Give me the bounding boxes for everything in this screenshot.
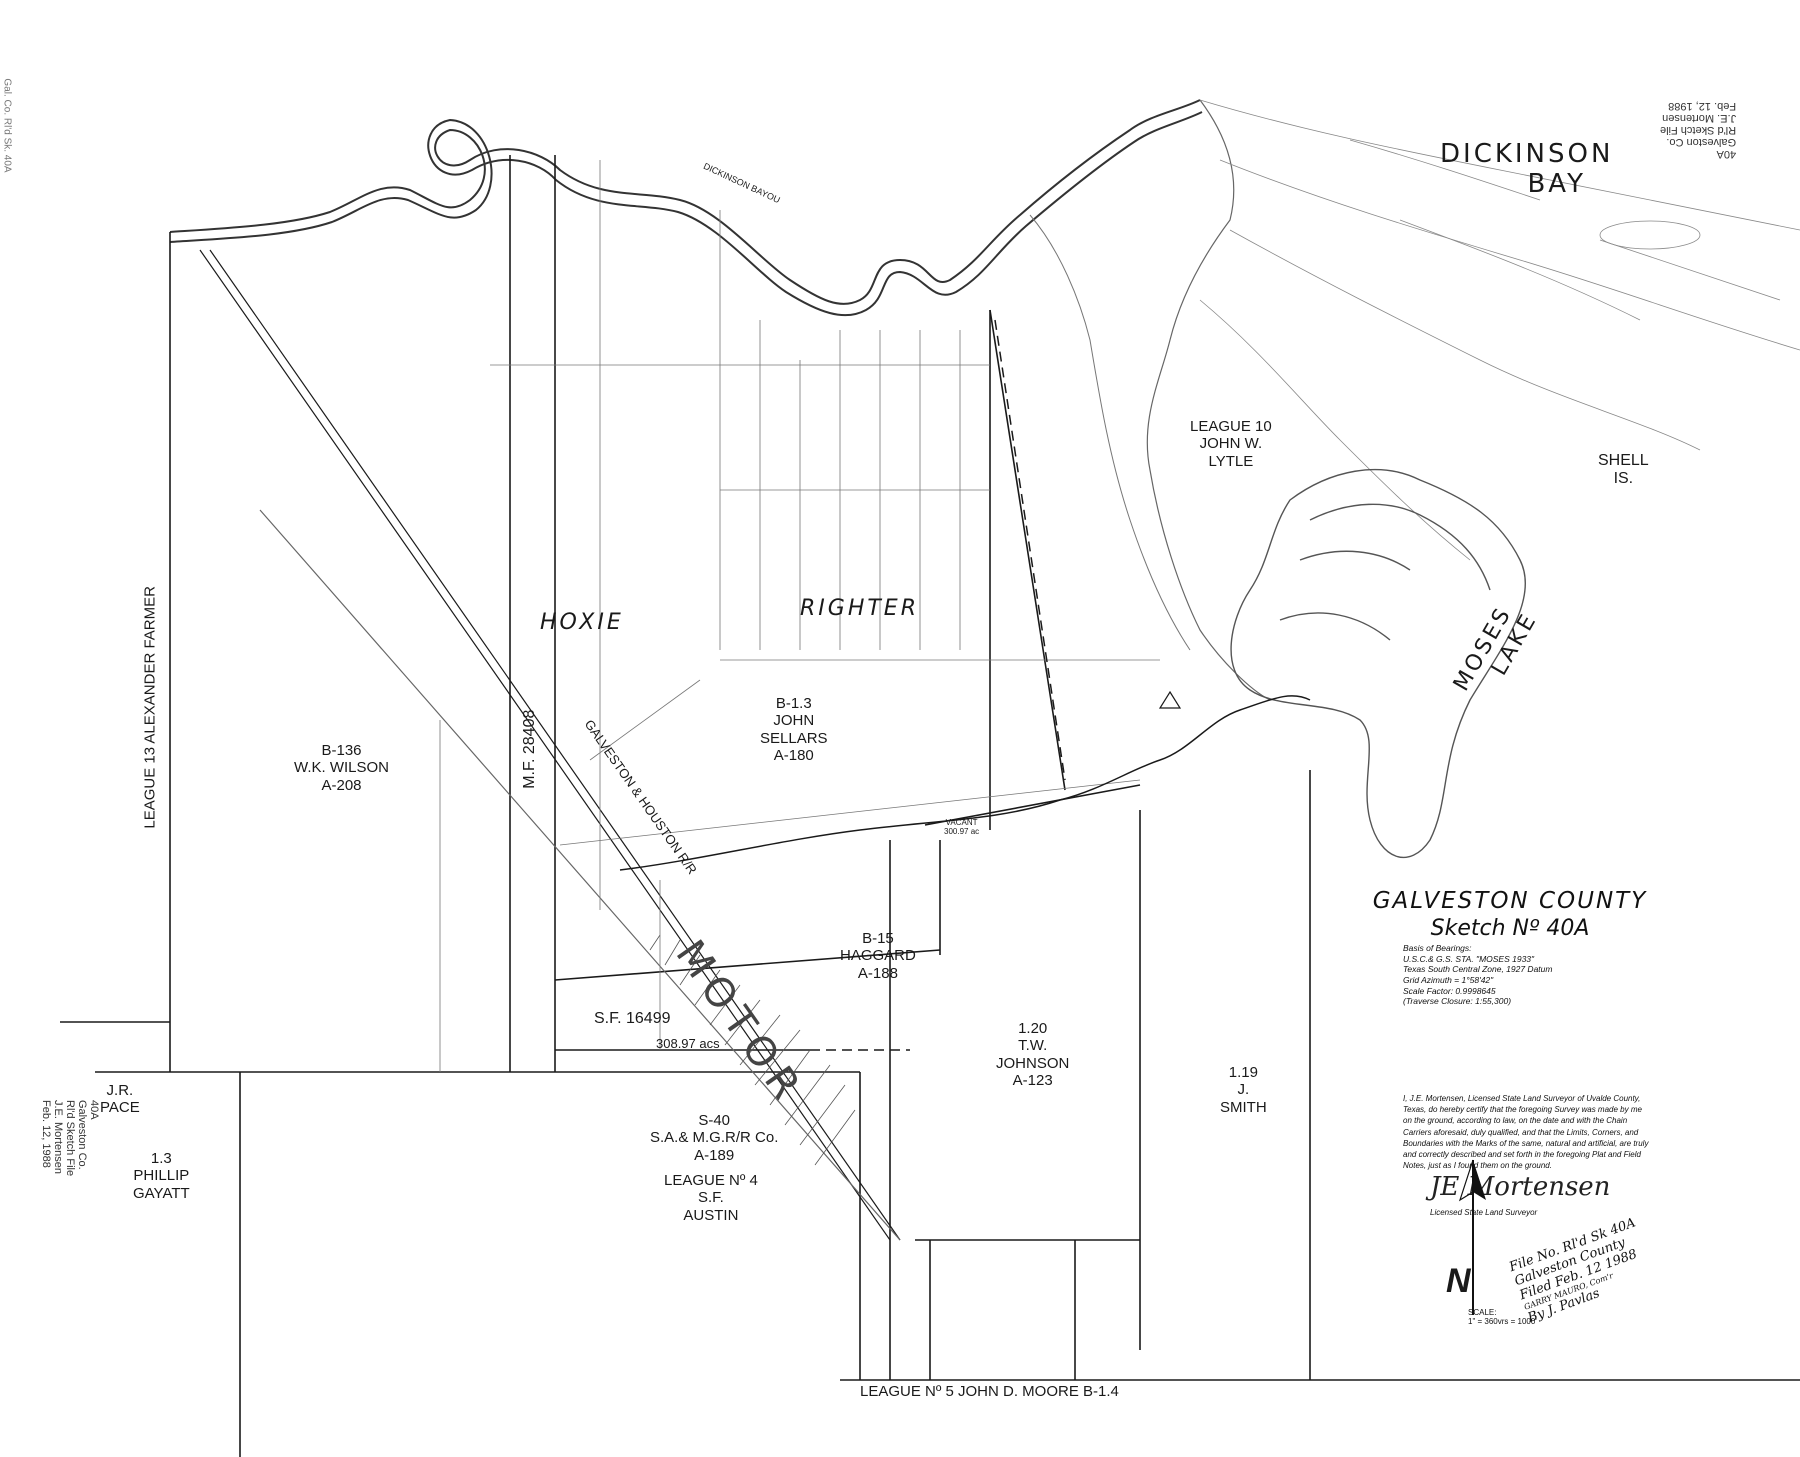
dashed-boundary (810, 319, 1066, 1051)
margin-line: Rl'd Sketch File (1660, 124, 1737, 136)
note-line: Texas South Central Zone, 1927 Datum (1403, 964, 1553, 975)
sa-mg-line1: S-40 (698, 1112, 731, 1129)
tw-johnson-line4: A-123 (1012, 1071, 1053, 1089)
surveyor-signature: JE Mortensen (1430, 1172, 1611, 1202)
margin-line: Feb. 12, 1988 (40, 1100, 52, 1168)
haggard-line3: A-188 (857, 964, 898, 982)
tw-johnson-line1: 1.20 (1018, 1020, 1048, 1037)
league4-line2: S.F. (698, 1189, 724, 1207)
bearing-notes: Basis of Bearings: U.S.C.& G.S. STA. "MO… (1403, 943, 1552, 1007)
sellars-line3: SELLARS (760, 729, 828, 747)
shell-island-label: SHELL IS. (1598, 452, 1649, 489)
sellars-line2: JOHN (773, 712, 815, 730)
sf16499-label: S.F. 16499 (594, 1010, 671, 1027)
mf-label: M.F. 28408 (520, 709, 538, 789)
haggard-line2: HAGGARD (840, 947, 916, 965)
smith-label: 1.19 J. SMITH (1220, 1064, 1267, 1116)
north-arrow-icon (1458, 1159, 1486, 1315)
dickinson-bay-line2: BAY (1527, 168, 1586, 199)
league10-line1: LEAGUE 10 (1190, 418, 1272, 435)
note-line: Basis of Bearings: (1403, 943, 1472, 953)
margin-note-left-bottom: 40A Galveston Co. Rl'd Sketch File J.E. … (40, 1100, 100, 1176)
league4-label: LEAGUE Nº 4 S.F. AUSTIN (664, 1172, 758, 1224)
sketch-title: Sketch Nº 40A (1430, 916, 1590, 941)
vacant-line1: VACANT (945, 818, 978, 827)
note-line: Grid Azimuth = 1°58'42" (1403, 974, 1494, 985)
tw-johnson-label: 1.20 T.W. JOHNSON A-123 (996, 1020, 1069, 1089)
gayatt-line2: PHILLIP (133, 1167, 190, 1185)
sa-mg-line2: S.A.& M.G.R/R Co. (650, 1129, 779, 1147)
dickinson-bayou (169, 99, 1271, 701)
gayatt-label: 1.3 PHILLIP GAYATT (133, 1150, 190, 1202)
sellars-line4: A-180 (773, 746, 814, 764)
motor-tract-hatch (649, 934, 856, 1166)
survey-lines (60, 155, 1800, 1457)
margin-note-top-right: 40A Galveston Co. Rl'd Sketch File J.E. … (1660, 100, 1736, 160)
note-line: U.S.C.& G.S. STA. "MOSES 1933" (1403, 953, 1535, 964)
haggard-label: B-15 HAGGARD A-188 (840, 930, 916, 982)
gayatt-line1: 1.3 (150, 1150, 172, 1167)
railroad-tracks (199, 249, 901, 1241)
wilson-line2: W.K. WILSON (294, 759, 390, 777)
margin-line: 40A (88, 1100, 100, 1120)
league4-line3: AUSTIN (683, 1206, 739, 1224)
wilson-line3: A-208 (321, 776, 362, 794)
triangulation-station (1158, 690, 1182, 709)
righter-label: RIGHTER (800, 596, 919, 621)
shell-island-line1: SHELL (1598, 452, 1649, 469)
league10-line2: JOHN W. (1199, 435, 1263, 453)
margin-line: Galveston Co. (76, 1100, 88, 1170)
margin-line: 40A (1716, 148, 1737, 160)
moses-lake-shore (1230, 468, 1526, 859)
smith-line2: J. (1237, 1081, 1250, 1099)
margin-line: Galveston Co. (1666, 136, 1737, 148)
league10-line3: LYTLE (1208, 452, 1254, 470)
sellars-label: B-1.3 JOHN SELLARS A-180 (760, 695, 828, 764)
tw-johnson-line2: T.W. (1018, 1037, 1048, 1055)
dickinson-bay-line1: DICKINSON (1440, 139, 1614, 169)
acreage-label: 308.97 acs (656, 1036, 720, 1051)
dickinson-bay-label: DICKINSON BAY (1440, 139, 1614, 200)
margin-note-left-top: Gal. Co. Rl'd Sk. 40A (1, 78, 13, 173)
margin-line: Rl'd Sketch File (64, 1100, 76, 1177)
shell-island-line2: IS. (1613, 470, 1634, 488)
haggard-line1: B-15 (862, 930, 894, 947)
county-title: GALVESTON COUNTY (1372, 888, 1648, 914)
scale-line1: SCALE: (1468, 1308, 1497, 1317)
scale-note: SCALE: 1" = 360vrs = 1000' (1468, 1308, 1537, 1326)
margin-line: J.E. Mortensen (1662, 112, 1737, 124)
sa-mg-label: S-40 S.A.& M.G.R/R Co. A-189 (650, 1112, 778, 1164)
surveyor-certificate: I, J.E. Mortensen, Licensed State Land S… (1403, 1094, 1649, 1171)
hoxie-label: HOXIE (540, 610, 624, 635)
title-block: GALVESTON COUNTY Sketch Nº 40A (1360, 888, 1660, 941)
subdivision-lines (439, 160, 1160, 1072)
league10-label: LEAGUE 10 JOHN W. LYTLE (1190, 418, 1272, 470)
vacant-label: VACANT 300.97 ac (944, 818, 979, 836)
bay-contours (1199, 99, 1800, 561)
league5-label: LEAGUE Nº 5 JOHN D. MOORE B-1.4 (860, 1383, 1119, 1400)
smith-line1: 1.19 (1228, 1064, 1258, 1081)
sa-mg-line3: A-189 (694, 1146, 735, 1164)
smith-line3: SMITH (1220, 1098, 1267, 1116)
scale-line2: 1" = 360vrs = 1000' (1468, 1317, 1537, 1326)
margin-line: J.E. Mortensen (52, 1100, 64, 1174)
vacant-line2: 300.97 ac (944, 827, 980, 837)
pace-line2: PACE (100, 1099, 140, 1117)
tw-johnson-line3: JOHNSON (996, 1054, 1070, 1072)
gayatt-line3: GAYATT (133, 1184, 190, 1202)
wilson-line1: B-136 (321, 742, 362, 759)
north-label: N (1446, 1262, 1471, 1300)
league13-label: LEAGUE 13 ALEXANDER FARMER (141, 586, 159, 829)
note-line: Scale Factor: 0.9998645 (1403, 985, 1496, 996)
note-line: (Traverse Closure: 1:55,300) (1403, 996, 1512, 1007)
signature-caption: Licensed State Land Surveyor (1430, 1208, 1538, 1217)
wilson-label: B-136 W.K. WILSON A-208 (294, 742, 389, 794)
margin-line: Feb. 12, 1988 (1668, 100, 1737, 112)
pace-label: J.R. PACE (100, 1082, 140, 1117)
moses-bayou (619, 695, 1311, 871)
sellars-line1: B-1.3 (775, 695, 812, 712)
pace-line1: J.R. (106, 1082, 134, 1099)
league4-line1: LEAGUE Nº 4 (664, 1172, 758, 1189)
